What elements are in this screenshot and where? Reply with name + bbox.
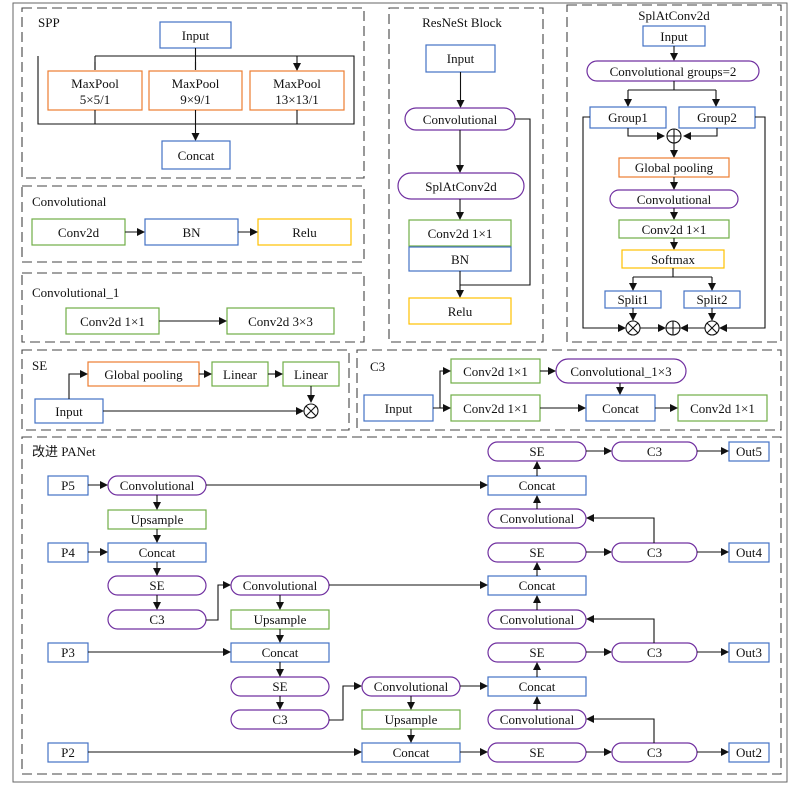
panet-c3: C3: [647, 745, 662, 760]
spp-kernel-5: 5×5/1: [80, 92, 110, 107]
resnest-splat: SplAtConv2d: [425, 179, 497, 194]
panet-c3: C3: [647, 545, 662, 560]
conv-bn: BN: [182, 225, 201, 240]
resnest-title: ResNeSt Block: [422, 15, 502, 30]
splat-group1: Group1: [608, 110, 648, 125]
splat-panel: SplAtConv2d Input Convolutional groups=2…: [566, 4, 782, 343]
c3-input: Input: [385, 401, 413, 416]
resnest-input: Input: [447, 51, 475, 66]
convolutional-title: Convolutional: [32, 194, 107, 209]
convolutional1-panel: Convolutional_1 Conv2d 1×1 Conv2d 3×3: [21, 272, 365, 343]
panet-conv: Convolutional: [500, 511, 575, 526]
panet-concat: Concat: [262, 645, 299, 660]
c3-c11c: Conv2d 1×1: [690, 401, 755, 416]
panet-se: SE: [529, 745, 544, 760]
panet-panel: 改进 PANet P5 P4 P3 P2 Convolutional Upsam…: [21, 436, 782, 775]
panet-conv: Convolutional: [243, 578, 318, 593]
panet-out2: Out2: [736, 745, 762, 760]
panet-c3: C3: [272, 712, 287, 727]
panet-se: SE: [529, 545, 544, 560]
outer-frame: [12, 2, 788, 783]
splat-split1: Split1: [617, 292, 648, 307]
panet-out5: Out5: [736, 444, 762, 459]
panet-concat: Concat: [393, 745, 430, 760]
conv1-c11: Conv2d 1×1: [80, 314, 145, 329]
panet-c3: C3: [149, 612, 164, 627]
se-gpool: Global pooling: [104, 367, 183, 382]
conv1-c33: Conv2d 3×3: [248, 314, 313, 329]
panet-concat: Concat: [519, 478, 556, 493]
spp-kernel-9: 9×9/1: [180, 92, 210, 107]
panet-se: SE: [529, 444, 544, 459]
spp-maxpool-label: MaxPool: [273, 76, 321, 91]
panet-conv: Convolutional: [374, 679, 449, 694]
panet-upsample: Upsample: [254, 612, 307, 627]
panet-p5: P5: [61, 478, 75, 493]
spp-panel: SPP Input MaxPool 5×5/1 MaxPool 9×9/1 Ma…: [21, 7, 365, 179]
panet-se: SE: [529, 645, 544, 660]
spp-maxpool-label: MaxPool: [172, 76, 220, 91]
panet-upsample: Upsample: [385, 712, 438, 727]
c3-concat: Concat: [602, 401, 639, 416]
c3-conv13: Convolutional_1×3: [570, 364, 671, 379]
panet-concat: Concat: [139, 545, 176, 560]
splat-softmax: Softmax: [651, 252, 696, 267]
resnest-conv: Convolutional: [423, 112, 498, 127]
panet-p4: P4: [61, 545, 75, 560]
convolutional-panel: Convolutional Conv2d BN Relu: [21, 185, 365, 263]
panet-conv: Convolutional: [500, 612, 575, 627]
panet-concat: Concat: [519, 679, 556, 694]
splat-conv: Convolutional: [637, 192, 712, 207]
panet-conv: Convolutional: [120, 478, 195, 493]
splat-title: SplAtConv2d: [638, 8, 710, 23]
panet-title: 改进 PANet: [32, 444, 96, 459]
resnest-relu: Relu: [448, 304, 473, 319]
panet-p2: P2: [61, 745, 75, 760]
conv-conv2d: Conv2d: [58, 225, 100, 240]
c3-c11b: Conv2d 1×1: [463, 401, 528, 416]
conv-relu: Relu: [292, 225, 317, 240]
splat-groups: Convolutional groups=2: [610, 64, 737, 79]
spp-maxpool-label: MaxPool: [71, 76, 119, 91]
c3-c11a: Conv2d 1×1: [463, 364, 528, 379]
panet-out3: Out3: [736, 645, 762, 660]
spp-kernel-13: 13×13/1: [275, 92, 318, 107]
spp-input: Input: [182, 28, 210, 43]
c3-title: C3: [370, 359, 385, 374]
resnest-panel: ResNeSt Block Input Convolutional SplAtC…: [388, 7, 544, 343]
convolutional1-title: Convolutional_1: [32, 285, 119, 300]
panet-se: SE: [272, 679, 287, 694]
splat-conv11: Conv2d 1×1: [642, 222, 707, 237]
panet-p3: P3: [61, 645, 75, 660]
panet-c3: C3: [647, 444, 662, 459]
c3-panel: C3 Input Conv2d 1×1 Convolutional_1×3 Co…: [356, 349, 782, 431]
splat-gpool: Global pooling: [635, 160, 714, 175]
panet-out4: Out4: [736, 545, 763, 560]
se-title: SE: [32, 358, 47, 373]
resnest-bn: BN: [451, 252, 470, 267]
se-linear-1: Linear: [223, 367, 258, 382]
se-linear-2: Linear: [294, 367, 329, 382]
splat-input: Input: [660, 29, 688, 44]
spp-title: SPP: [38, 15, 60, 30]
panet-c3: C3: [647, 645, 662, 660]
splat-split2: Split2: [696, 292, 727, 307]
splat-group2: Group2: [697, 110, 737, 125]
se-panel: SE Global pooling Linear Linear Input: [21, 349, 350, 431]
se-input: Input: [55, 404, 83, 419]
resnest-conv11: Conv2d 1×1: [428, 226, 493, 241]
panet-concat: Concat: [519, 578, 556, 593]
panet-se: SE: [149, 578, 164, 593]
spp-concat: Concat: [178, 148, 215, 163]
panet-upsample: Upsample: [131, 512, 184, 527]
panet-conv: Convolutional: [500, 712, 575, 727]
